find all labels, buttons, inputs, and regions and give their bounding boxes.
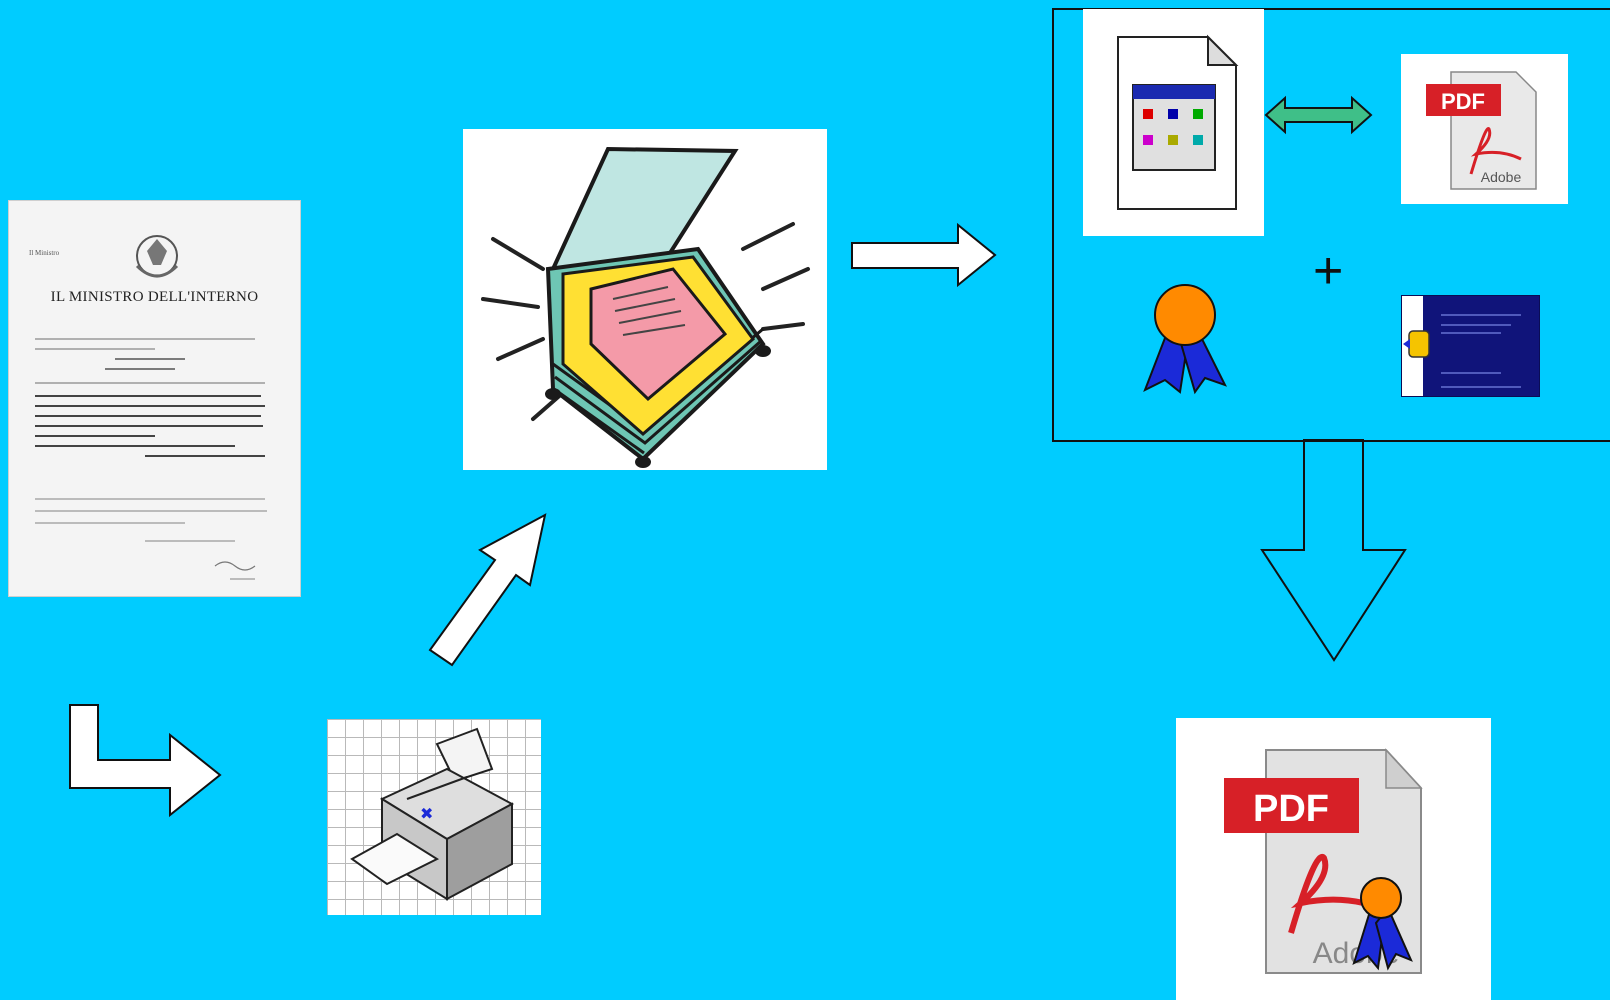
printer-card: ✖ bbox=[327, 719, 541, 915]
svg-text:✖: ✖ bbox=[420, 806, 433, 823]
app-document-card bbox=[1083, 9, 1264, 236]
arrow-scanner-to-box bbox=[851, 222, 997, 288]
final-pdf-label: PDF bbox=[1253, 788, 1329, 830]
printer-icon: ✖ bbox=[350, 727, 515, 901]
arrow-box-to-final bbox=[1260, 439, 1407, 662]
pdf-label: PDF bbox=[1441, 89, 1485, 114]
double-arrow-icon bbox=[1264, 95, 1373, 135]
document-header-left: Il Ministro bbox=[29, 249, 60, 257]
signed-pdf-icon: PDF Adobe bbox=[1224, 748, 1423, 974]
award-ribbon-icon bbox=[1352, 877, 1413, 971]
signing-group-box bbox=[1052, 8, 1610, 442]
arrow-doc-to-printer bbox=[69, 704, 222, 818]
paper-document: Il Ministro IL MINISTRO DELL'INTERNO bbox=[8, 200, 301, 597]
award-ribbon-icon bbox=[1143, 284, 1227, 395]
pdf-card: PDF Adobe bbox=[1401, 54, 1568, 204]
app-document-icon bbox=[1117, 34, 1239, 210]
document-title: IL MINISTRO DELL'INTERNO bbox=[50, 289, 259, 305]
scanner-icon bbox=[481, 146, 810, 468]
smart-card bbox=[1401, 295, 1540, 397]
plus-sign: + bbox=[1313, 242, 1344, 300]
scanner-card bbox=[463, 129, 827, 470]
arrow-printer-to-scanner bbox=[428, 513, 547, 667]
smart-card-icon bbox=[1401, 295, 1540, 397]
pdf-brand: Adobe bbox=[1481, 169, 1522, 185]
document-body-text bbox=[35, 338, 267, 580]
signed-pdf-card: PDF Adobe bbox=[1176, 718, 1491, 1000]
pdf-icon: PDF Adobe bbox=[1426, 71, 1537, 190]
emblem-icon bbox=[135, 235, 179, 278]
